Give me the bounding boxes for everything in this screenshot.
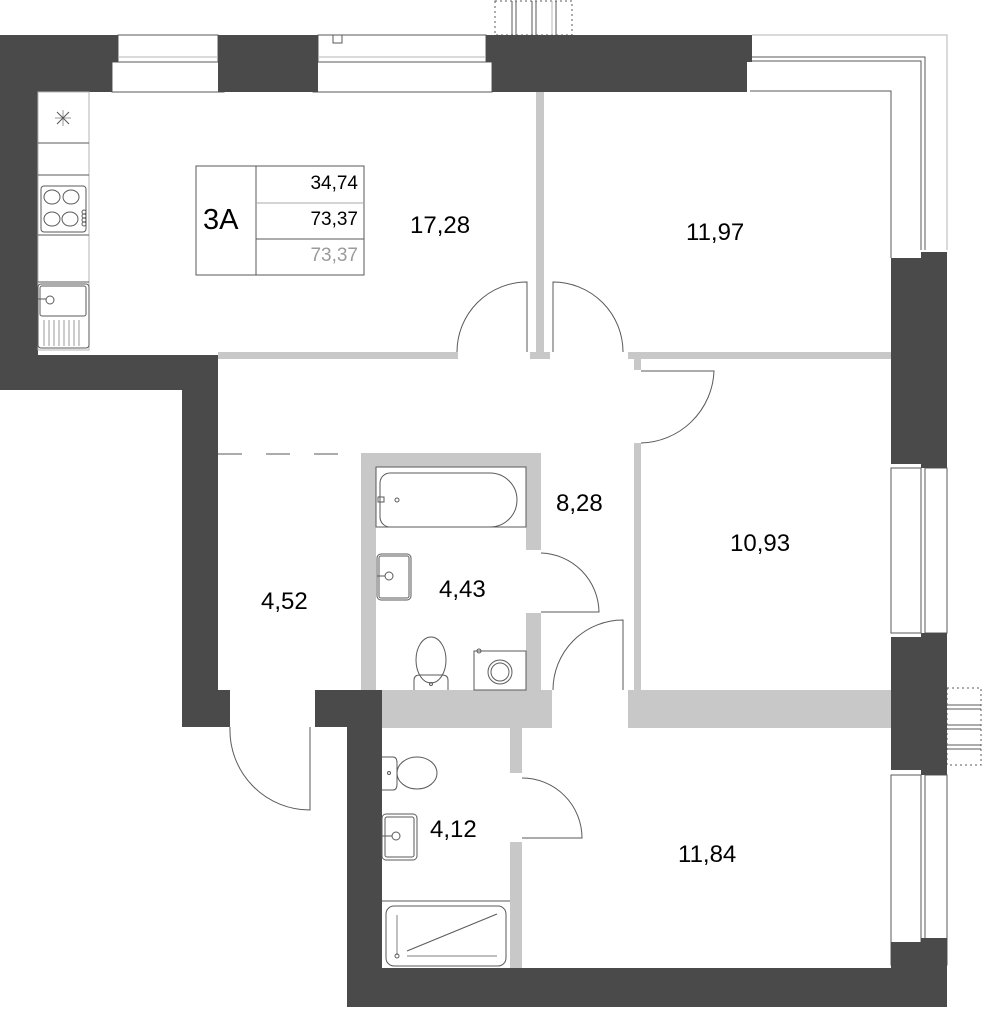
room-area-bathroom-2: 4,12 <box>430 816 477 843</box>
interior-partitions <box>218 92 891 968</box>
door-icon <box>229 281 715 839</box>
bathtub-icon <box>375 466 527 528</box>
balcony-icon <box>494 0 982 766</box>
room-area-bedroom-3: 11,84 <box>678 841 737 868</box>
room-area-bedroom-1: 11,97 <box>686 219 745 246</box>
apartment-info-table <box>195 165 365 276</box>
room-area-entry: 4,52 <box>261 588 308 615</box>
stove-icon <box>40 185 87 233</box>
room-area-hallway: 8,28 <box>556 490 603 517</box>
kitchen-sink-icon <box>37 283 90 349</box>
living-area-value: 34,74 <box>310 173 358 194</box>
total-area-secondary-value: 73,37 <box>310 245 358 266</box>
room-area-bathroom-1: 4,43 <box>439 576 486 603</box>
washbasin-icon <box>381 813 418 861</box>
exterior-walls <box>0 35 947 1007</box>
apartment-code: 3А <box>203 204 239 236</box>
room-area-bedroom-2: 10,93 <box>730 530 791 557</box>
room-area-kitchen-living: 17,28 <box>410 212 471 239</box>
washing-machine-icon <box>473 648 527 691</box>
ventilation-icon <box>55 110 71 126</box>
shower-tray-icon <box>382 900 510 967</box>
total-area-value: 73,37 <box>310 209 358 230</box>
toilet-icon <box>382 756 438 791</box>
toilet-icon <box>413 636 449 690</box>
kitchen-counter <box>37 91 90 351</box>
washbasin-icon <box>376 553 412 601</box>
